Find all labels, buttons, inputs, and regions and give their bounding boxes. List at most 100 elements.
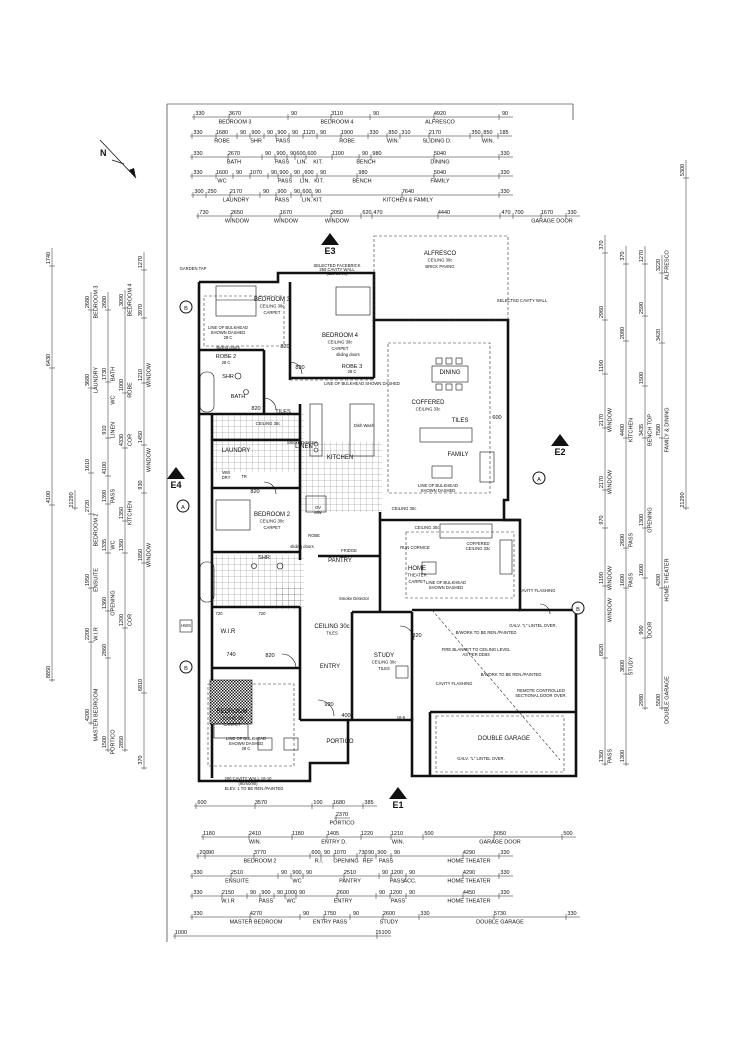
annotation-text: 200 CAVITY WALL 16-10 <box>224 776 272 781</box>
dimension-value: 370 <box>620 251 626 260</box>
section-marker-e3-arrow <box>321 233 339 245</box>
dimension-label: ENTRY PASS <box>313 920 348 926</box>
dimension-value: 730 <box>199 210 208 216</box>
bathtub-icon <box>199 371 215 413</box>
dimension-label: WINDOW <box>608 469 614 494</box>
dimension-value: 15100 <box>375 930 390 936</box>
dimension-label: WC <box>111 395 117 404</box>
dimension-value: 600 <box>311 850 320 856</box>
dimension-value: 1500 <box>639 372 645 384</box>
door-width-value: 400 <box>341 713 350 719</box>
dimension-value: 1405 <box>327 831 339 837</box>
dimension-label: WINDOW <box>147 542 153 567</box>
annotation-text: Smoke Detector <box>339 596 370 601</box>
dimension-value: 2980 <box>639 694 645 706</box>
dimension-label: BEDROOM 3 <box>218 120 251 126</box>
dimension-value: 4100 <box>102 462 108 474</box>
grid-bubble <box>571 601 585 615</box>
dimension-label: WIN. <box>387 139 400 145</box>
dimension-value: 330 <box>500 890 509 896</box>
dimension-value: 1670 <box>280 210 292 216</box>
dimension-value: 350 <box>471 130 480 136</box>
dimension-value: 90 <box>292 130 298 136</box>
annotation-text: GALV. "L" LINTEL OVER. <box>509 623 557 628</box>
dimension-value: 600 <box>197 800 206 806</box>
dimension-label: COR <box>128 614 134 626</box>
room-label-family: FAMILY <box>448 452 469 458</box>
fixtures <box>179 285 565 773</box>
dimension-value: 2080 <box>620 327 626 339</box>
annotation-text: 28 C <box>222 360 231 365</box>
dimension-label: ROBE <box>339 139 355 145</box>
room-label-study: TILES <box>378 666 390 671</box>
door-width-value: 820 <box>251 406 260 412</box>
dimension-value: 1600 <box>216 170 228 176</box>
dimension-value: 500 <box>563 831 572 837</box>
dimension-label: R.I. <box>315 859 324 865</box>
room-label-pantry: PANTRY <box>328 558 352 564</box>
grid-bubble <box>532 471 546 485</box>
dimension-label: OPENING <box>333 859 358 865</box>
dimension-value: 370 <box>138 755 144 764</box>
toilet-icon <box>276 562 284 570</box>
room-label-bedroom-3: BEDROOM 3 <box>254 297 291 303</box>
dimension-value: 2680 <box>85 296 91 308</box>
annotation-text: 720 <box>259 611 267 616</box>
annotation-text: AS PER DD83 <box>462 652 490 657</box>
dimension-value: 330 <box>193 870 202 876</box>
dimension-value: 4450 <box>463 890 475 896</box>
annotation-text: FRIDGE <box>341 548 357 553</box>
room-label-home-theater: THEATER <box>407 573 426 578</box>
annotation-text: SHOWN DASHED <box>429 585 464 590</box>
room-label-double-garage: DOUBLE GARAGE <box>478 736 530 742</box>
dimension-value: 3670 <box>229 111 241 117</box>
dimension-value: 1210 <box>391 831 403 837</box>
dimension-label: WINDOW <box>147 362 153 387</box>
annotation-text: (90/50/90) <box>238 781 258 786</box>
dimension-label: DOUBLE GARAGE <box>665 676 671 724</box>
dimension-label: SLIDING D. <box>422 139 452 145</box>
dimension-value: 4440 <box>438 210 450 216</box>
door-swing <box>289 361 303 375</box>
dimension-label: PORTICO <box>330 821 356 827</box>
dimension-value: 500 <box>424 831 433 837</box>
annotation-text: SECTIONAL DOOR OVER. <box>515 693 567 698</box>
annotation-text: CEILING 30c <box>392 506 417 511</box>
dimension-value: 90 <box>263 189 269 195</box>
dimension-value: 850 <box>483 130 492 136</box>
dimension-label: ENTRY D. <box>321 840 347 846</box>
dimension-value: 330 <box>500 189 509 195</box>
dimension-value: 5040 <box>434 151 446 157</box>
room-label-study: STUDY <box>374 653 394 659</box>
dimension-value: 1000 <box>175 930 187 936</box>
dimension-value: 330 <box>193 890 202 896</box>
basin-icon <box>243 389 249 395</box>
north-arrow: N <box>99 139 137 179</box>
dimension-label: FAMILY <box>430 179 449 185</box>
dimension-value: 2670 <box>228 151 240 157</box>
dimension-value: 200 <box>199 850 208 856</box>
dimension-value: 1100 <box>332 151 344 157</box>
door-width-value: 820 <box>295 365 304 371</box>
dimension-value: 1070 <box>334 850 346 856</box>
dimension-label: ROBE <box>128 382 134 398</box>
grid-bubble-label: A <box>181 505 185 511</box>
annotation-text: CAVITY FLASHING <box>519 588 556 593</box>
room-label-master-bedroom: CARPET <box>224 722 241 727</box>
annotation-text: LINE OF BULKHEAD SHOWN DASHED <box>324 381 400 386</box>
oven-microwave-icon <box>305 495 327 513</box>
dimension-value: 1680 <box>216 130 228 136</box>
dimension-value: 2050 <box>331 210 343 216</box>
room-label-linen: LINEN <box>295 444 313 450</box>
dimension-value: 2170 <box>429 130 441 136</box>
room-label-portico: PORTICO <box>326 739 354 745</box>
dimension-value: 600 <box>302 189 311 195</box>
dimension-value: 1200 <box>119 614 125 626</box>
dimension-value: 700 <box>514 210 523 216</box>
dimension-value: 4270 <box>250 911 262 917</box>
annotation-text: CEILING 30c <box>256 421 281 426</box>
dimension-value: 90 <box>236 170 242 176</box>
annotation-text: CEILING 30c <box>415 525 440 530</box>
